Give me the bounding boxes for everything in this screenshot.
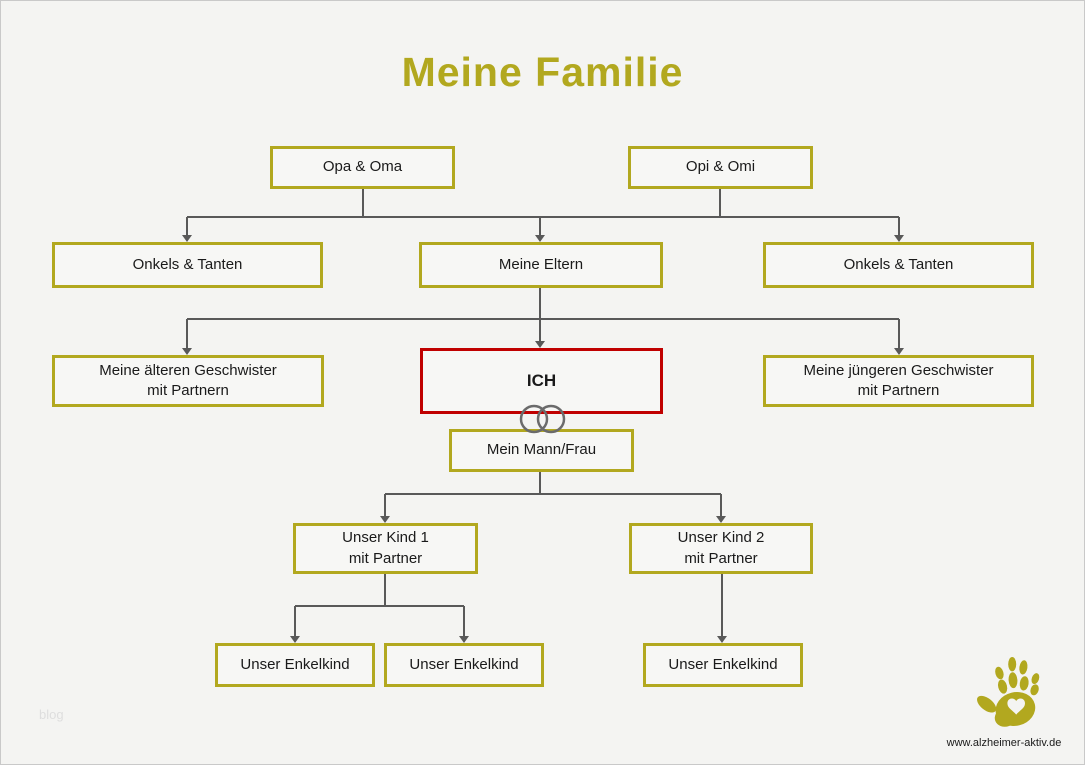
node-label: Unser Enkelkind xyxy=(668,655,778,673)
hand-icon xyxy=(977,657,1040,727)
node-label: Onkels & Tanten xyxy=(843,255,954,273)
node-label: Unser Kind 1 mit Partner xyxy=(342,529,429,567)
node-label: Mein Mann/Frau xyxy=(486,441,597,459)
node-enkelkind-3: Unser Enkelkind xyxy=(643,643,803,687)
node-unser-kind-2: Unser Kind 2 mit Partner xyxy=(629,523,813,574)
node-mein-mann-frau: Mein Mann/Frau xyxy=(449,429,634,472)
node-label: Unser Enkelkind xyxy=(240,655,350,673)
website-url: www.alzheimer-aktiv.de xyxy=(946,737,1062,749)
node-label: Meine älteren Geschwister mit Partnern xyxy=(99,361,277,399)
node-meine-eltern: Meine Eltern xyxy=(419,242,663,288)
heart-icon xyxy=(1007,698,1025,715)
node-onkels-tanten-left: Onkels & Tanten xyxy=(52,242,323,288)
node-label: Unser Enkelkind xyxy=(409,655,519,673)
node-opa-oma: Opa & Oma xyxy=(270,146,455,189)
node-label: Opi & Omi xyxy=(685,158,756,176)
node-juengere-geschwister: Meine jüngeren Geschwister mit Partnern xyxy=(763,355,1034,407)
node-onkels-tanten-right: Onkels & Tanten xyxy=(763,242,1034,288)
node-opi-omi: Opi & Omi xyxy=(628,146,813,189)
node-aeltere-geschwister: Meine älteren Geschwister mit Partnern xyxy=(52,355,324,407)
node-label: Onkels & Tanten xyxy=(132,255,243,273)
node-label: Opa & Oma xyxy=(322,158,403,176)
node-label: Meine jüngeren Geschwister mit Partnern xyxy=(803,361,994,399)
handprint-logo xyxy=(973,656,1053,738)
node-label: ICH xyxy=(526,370,557,390)
node-enkelkind-2: Unser Enkelkind xyxy=(384,643,544,687)
node-label: Meine Eltern xyxy=(498,255,584,273)
page-title: Meine Familie xyxy=(401,49,684,95)
blog-watermark: blog xyxy=(39,707,64,722)
node-label: Unser Kind 2 mit Partner xyxy=(677,529,765,567)
node-ich: ICH xyxy=(420,348,663,414)
node-unser-kind-1: Unser Kind 1 mit Partner xyxy=(293,523,478,574)
node-enkelkind-1: Unser Enkelkind xyxy=(215,643,375,687)
